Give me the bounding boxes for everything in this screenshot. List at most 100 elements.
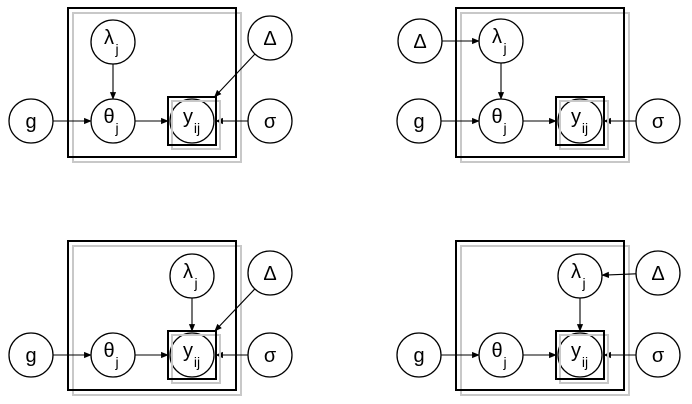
- plate: [455, 240, 625, 391]
- plate: [67, 7, 237, 158]
- node-delta-circle: [247, 250, 293, 296]
- observed-box: [167, 96, 217, 146]
- node-theta-label: θ: [103, 340, 114, 362]
- node-delta: Δ: [247, 250, 293, 296]
- plate: [67, 240, 237, 391]
- node-theta-label: θ: [103, 106, 114, 128]
- node-delta-label: Δ: [651, 263, 664, 285]
- node-delta: Δ: [247, 15, 293, 61]
- node-delta-label: Δ: [263, 28, 276, 50]
- node-sigma-circle: [247, 332, 293, 378]
- plate-shadow: [72, 245, 242, 396]
- node-y-subscript: ij: [194, 354, 200, 370]
- node-sigma: σ: [247, 332, 293, 378]
- node-y-label: y: [183, 106, 193, 128]
- node-delta: Δ: [397, 18, 443, 64]
- observed-box-shadow: [171, 334, 221, 384]
- node-lambda-label: λ: [492, 26, 502, 48]
- observed-box-shadow: [171, 100, 221, 150]
- node-sigma: σ: [635, 98, 681, 144]
- node-y-label: y: [571, 106, 581, 128]
- node-sigma-circle: [635, 332, 681, 378]
- node-y-circle: [557, 332, 603, 378]
- observed-box: [167, 330, 217, 380]
- node-theta-circle: [90, 98, 136, 144]
- node-lambda-circle: [169, 253, 215, 299]
- node-theta-circle: [90, 332, 136, 378]
- node-delta-circle: [247, 15, 293, 61]
- node-y-circle: [169, 98, 215, 144]
- node-delta-circle: [397, 18, 443, 64]
- edge-delta-to-lambda: [601, 271, 637, 278]
- edge-delta-to-y: [214, 288, 256, 332]
- node-y-circle: [169, 332, 215, 378]
- observed-box-shadow: [559, 100, 609, 150]
- observed-box-shadow: [559, 334, 609, 384]
- node-g-circle: [8, 98, 54, 144]
- node-sigma-label: σ: [264, 111, 277, 133]
- node-lambda-subscript: j: [114, 41, 118, 57]
- node-lambda-label: λ: [571, 261, 581, 283]
- node-sigma-label: σ: [652, 345, 665, 367]
- node-lambda-label: λ: [104, 27, 114, 49]
- node-theta-circle: [478, 98, 524, 144]
- node-g: g: [396, 332, 442, 378]
- node-sigma-circle: [247, 98, 293, 144]
- node-lambda-circle: [478, 18, 524, 64]
- node-g-label: g: [25, 345, 36, 367]
- node-delta-label: Δ: [413, 31, 426, 53]
- node-sigma: σ: [635, 332, 681, 378]
- node-g-label: g: [25, 111, 36, 133]
- node-g: g: [8, 98, 54, 144]
- node-delta: Δ: [635, 250, 681, 296]
- node-y-label: y: [571, 340, 581, 362]
- plate-shadow: [460, 12, 630, 163]
- edge-delta-to-y: [214, 53, 256, 98]
- plate-shadow: [72, 12, 242, 163]
- node-delta-label: Δ: [263, 263, 276, 285]
- node-theta-subscript: j: [114, 354, 118, 370]
- node-theta-subscript: j: [502, 120, 506, 136]
- node-theta-label: θ: [491, 340, 502, 362]
- node-g-circle: [396, 332, 442, 378]
- node-y-subscript: ij: [194, 120, 200, 136]
- node-lambda-subscript: j: [581, 275, 585, 291]
- node-y-subscript: ij: [582, 120, 588, 136]
- node-sigma: σ: [247, 98, 293, 144]
- node-y-circle: [557, 98, 603, 144]
- node-lambda-circle: [557, 253, 603, 299]
- node-delta-circle: [635, 250, 681, 296]
- node-y-label: y: [183, 340, 193, 362]
- node-sigma-label: σ: [264, 345, 277, 367]
- node-g-circle: [396, 98, 442, 144]
- node-sigma-label: σ: [652, 111, 665, 133]
- observed-box: [555, 96, 605, 146]
- node-g-label: g: [413, 111, 424, 133]
- observed-box: [555, 330, 605, 380]
- node-lambda-subscript: j: [193, 275, 197, 291]
- plate: [455, 7, 625, 158]
- node-lambda-subscript: j: [502, 40, 506, 56]
- node-y-subscript: ij: [582, 354, 588, 370]
- node-theta-circle: [478, 332, 524, 378]
- plate-shadow: [460, 245, 630, 396]
- node-theta-subscript: j: [502, 354, 506, 370]
- node-theta-subscript: j: [114, 120, 118, 136]
- node-g-circle: [8, 332, 54, 378]
- node-g: g: [8, 332, 54, 378]
- node-lambda-label: λ: [183, 261, 193, 283]
